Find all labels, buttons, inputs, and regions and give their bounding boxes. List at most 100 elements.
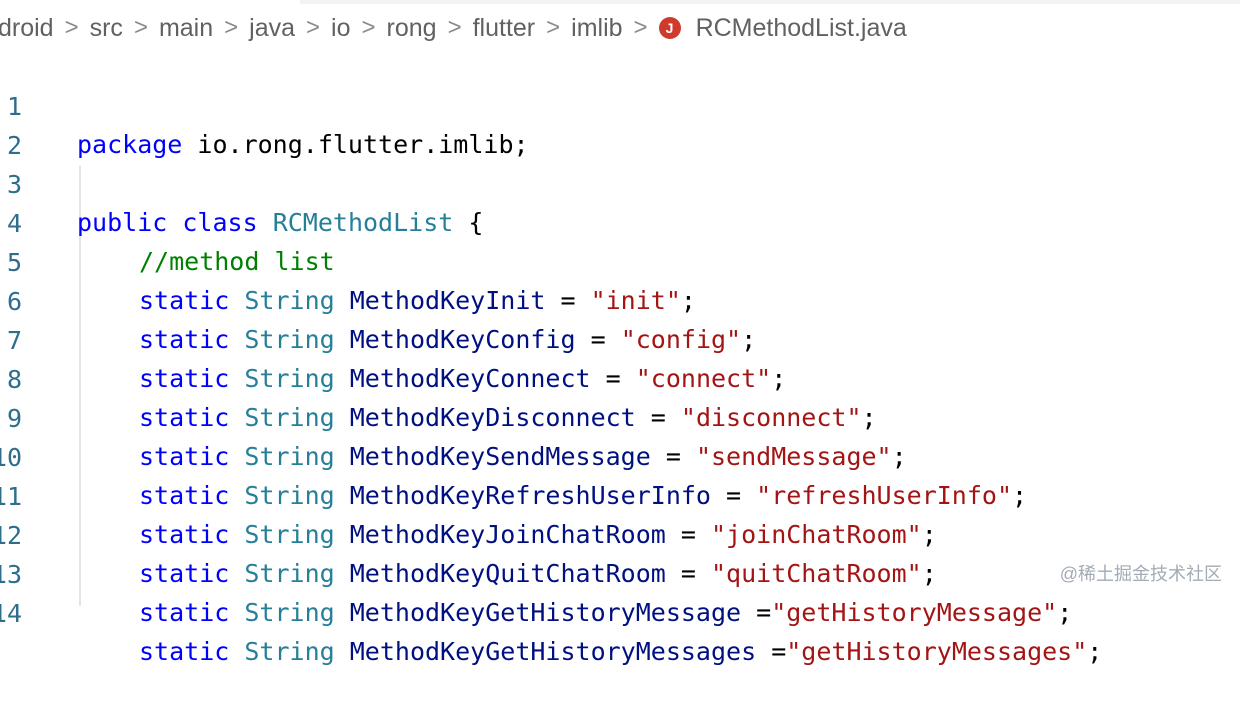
- open-brace: {: [468, 208, 484, 237]
- operator: =: [710, 481, 757, 510]
- code-text: static String MethodKeyGetHistoryMessage…: [139, 594, 1072, 632]
- code-line[interactable]: 5 static String MethodKeyInit = "init";: [0, 206, 1240, 315]
- field-name: MethodKeySendMessage: [349, 442, 651, 471]
- string-literal: "init": [590, 286, 681, 315]
- semicolon: ;: [1057, 598, 1073, 627]
- type-name: String: [244, 442, 335, 471]
- field-name: MethodKeyGetHistoryMessage: [349, 598, 742, 627]
- line-number: 5: [6, 248, 22, 277]
- string-literal: "getHistoryMessages": [786, 637, 1088, 666]
- code-text: static String MethodKeyConfig = "config"…: [139, 321, 756, 359]
- operator: =: [545, 286, 591, 315]
- package-name: io.rong.flutter.imlib: [197, 130, 514, 159]
- keyword: static: [139, 286, 230, 315]
- keyword: package: [77, 130, 183, 159]
- semicolon: ;: [921, 559, 937, 588]
- keyword: static: [139, 325, 230, 354]
- code-line[interactable]: 1 package io.rong.flutter.imlib;: [0, 50, 1240, 159]
- keyword: static: [139, 520, 230, 549]
- string-literal: "refreshUserInfo": [756, 481, 1013, 510]
- code-line[interactable]: 9 static String MethodKeySendMessage = "…: [0, 362, 1240, 471]
- operator: =: [756, 637, 787, 666]
- string-literal: "connect": [635, 364, 772, 393]
- field-name: MethodKeyJoinChatRoom: [349, 520, 666, 549]
- type-name: String: [244, 559, 335, 588]
- breadcrumb-item-droid[interactable]: droid: [0, 13, 54, 42]
- comment: //method list: [139, 247, 335, 276]
- code-line[interactable]: 2: [0, 89, 1240, 160]
- breadcrumb: droid > src > main > java > io > rong > …: [0, 8, 907, 48]
- line-number: 1: [6, 92, 22, 121]
- string-literal: "quitChatRoom": [710, 559, 922, 588]
- semicolon: ;: [771, 364, 787, 393]
- line-number: 10: [0, 443, 22, 472]
- line-number: 3: [6, 170, 22, 199]
- code-line[interactable]: 6 static String MethodKeyConfig = "confi…: [0, 245, 1240, 354]
- string-literal: "config": [620, 325, 742, 354]
- code-text: static String MethodKeyGetHistoryMessage…: [139, 633, 1102, 671]
- semicolon: ;: [513, 130, 529, 159]
- breadcrumb-item-java[interactable]: java: [249, 13, 296, 42]
- code-line[interactable]: 7 static String MethodKeyConnect = "conn…: [0, 284, 1240, 393]
- line-number: 11: [0, 482, 22, 511]
- keyword: static: [139, 403, 230, 432]
- code-line[interactable]: 12 static String MethodKeyQuitChatRoom =…: [0, 479, 1240, 588]
- code-text: static String MethodKeyQuitChatRoom = "q…: [139, 555, 937, 593]
- code-line[interactable]: 3 public class RCMethodList {: [0, 128, 1240, 237]
- chevron-right-icon: >: [447, 14, 462, 41]
- string-literal: "sendMessage": [695, 442, 892, 471]
- semicolon: ;: [741, 325, 757, 354]
- operator: =: [650, 442, 696, 471]
- line-number: 12: [0, 521, 22, 550]
- breadcrumb-file[interactable]: RCMethodList.java: [695, 13, 907, 42]
- type-name: String: [244, 364, 335, 393]
- keyword: static: [139, 598, 230, 627]
- operator: =: [665, 559, 711, 588]
- code-line[interactable]: 13 static String MethodKeyGetHistoryMess…: [0, 518, 1240, 627]
- field-name: MethodKeyRefreshUserInfo: [349, 481, 711, 510]
- code-text: static String MethodKeyConnect = "connec…: [139, 360, 786, 398]
- semicolon: ;: [861, 403, 877, 432]
- field-name: MethodKeyDisconnect: [349, 403, 636, 432]
- line-number: 4: [6, 209, 22, 238]
- code-text: //method list: [139, 243, 335, 281]
- chevron-right-icon: >: [306, 14, 321, 41]
- watermark: @稀土掘金技术社区: [1059, 564, 1222, 584]
- keyword: static: [139, 364, 230, 393]
- line-number: 2: [6, 131, 22, 160]
- code-text: static String MethodKeyDisconnect = "dis…: [139, 399, 877, 437]
- keyword: class: [182, 208, 258, 237]
- operator: =: [575, 325, 621, 354]
- field-name: MethodKeyConfig: [349, 325, 576, 354]
- operator: =: [665, 520, 711, 549]
- code-text: public class RCMethodList {: [77, 204, 483, 242]
- type-name: String: [244, 286, 335, 315]
- code-line[interactable]: 14 static String MethodKeyGetHistoryMess…: [0, 557, 1240, 666]
- breadcrumb-item-imlib[interactable]: imlib: [571, 13, 623, 42]
- breadcrumb-item-rong[interactable]: rong: [386, 13, 437, 42]
- code-line[interactable]: 8 static String MethodKeyDisconnect = "d…: [0, 323, 1240, 432]
- keyword: static: [139, 559, 230, 588]
- field-name: MethodKeyQuitChatRoom: [349, 559, 666, 588]
- line-number: 8: [6, 365, 22, 394]
- code-editor[interactable]: 1 package io.rong.flutter.imlib; 2 3 pub…: [0, 50, 1240, 666]
- chevron-right-icon: >: [224, 14, 239, 41]
- code-line[interactable]: 11 static String MethodKeyJoinChatRoom =…: [0, 440, 1240, 549]
- code-line[interactable]: 4 //method list: [0, 167, 1240, 276]
- breadcrumb-item-src[interactable]: src: [89, 13, 123, 42]
- semicolon: ;: [891, 442, 907, 471]
- type-name: String: [244, 520, 335, 549]
- breadcrumb-item-flutter[interactable]: flutter: [472, 13, 536, 42]
- field-name: MethodKeyGetHistoryMessages: [349, 637, 757, 666]
- chevron-right-icon: >: [546, 14, 561, 41]
- code-text: static String MethodKeySendMessage = "se…: [139, 438, 907, 476]
- line-number: 6: [6, 287, 22, 316]
- code-line[interactable]: 10 static String MethodKeyRefreshUserInf…: [0, 401, 1240, 510]
- semicolon: ;: [921, 520, 937, 549]
- semicolon: ;: [1087, 637, 1103, 666]
- type-name: String: [244, 637, 335, 666]
- operator: =: [635, 403, 681, 432]
- breadcrumb-item-main[interactable]: main: [158, 13, 214, 42]
- field-name: MethodKeyConnect: [349, 364, 591, 393]
- breadcrumb-item-io[interactable]: io: [331, 13, 351, 42]
